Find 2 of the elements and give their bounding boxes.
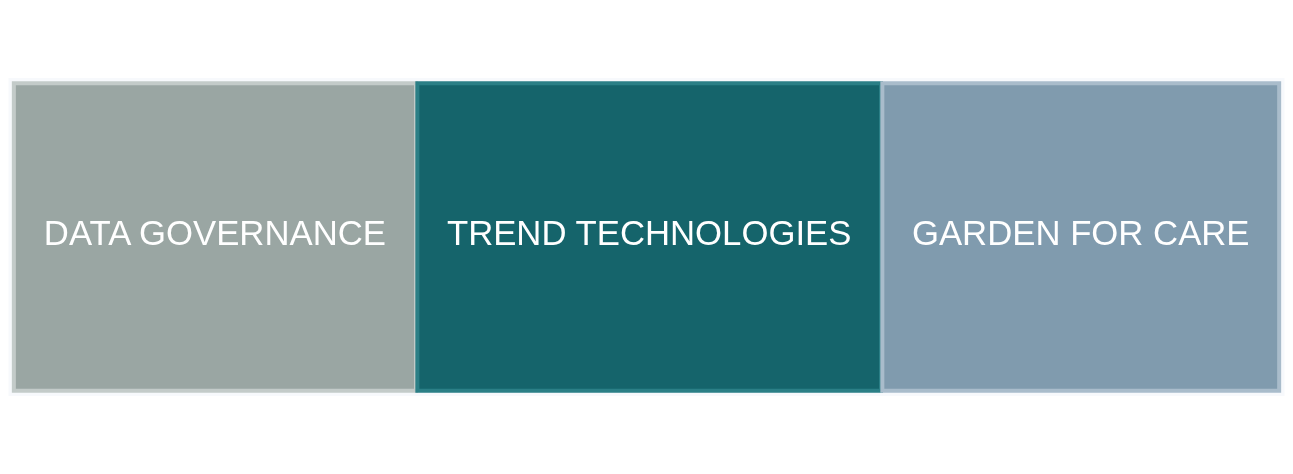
node-box: GARDEN FOR CARE xyxy=(880,81,1282,393)
node-box: TREND TECHNOLOGIES xyxy=(415,81,883,393)
